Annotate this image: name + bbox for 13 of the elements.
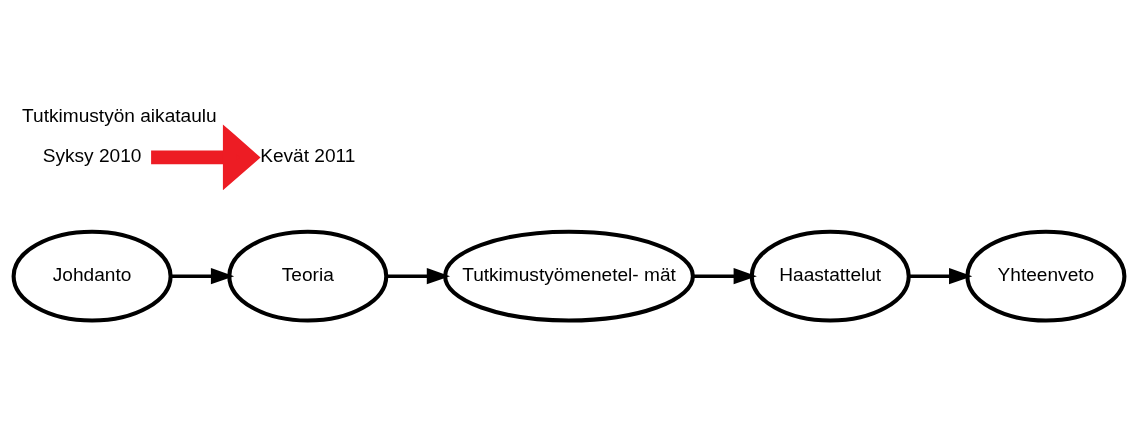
arrow: [693, 267, 757, 284]
arrow: [151, 123, 261, 190]
arrow: [170, 267, 235, 284]
node-ellipse: Teoria: [227, 229, 389, 323]
node-ellipse: Tutkimustyömenetel- mät: [443, 229, 695, 323]
node-text: Kevät 2011: [260, 144, 356, 166]
arrow: [909, 267, 973, 284]
node-ellipse: Johdanto: [11, 229, 173, 323]
arrow: [386, 267, 451, 284]
node-ellipse: Yhteenveto: [965, 229, 1127, 323]
diagram-title: Tutkimustyön aikataulu: [22, 104, 217, 126]
node-text: Syksy 2010: [42, 144, 142, 166]
node-ellipse: Haastattelut: [749, 229, 911, 323]
